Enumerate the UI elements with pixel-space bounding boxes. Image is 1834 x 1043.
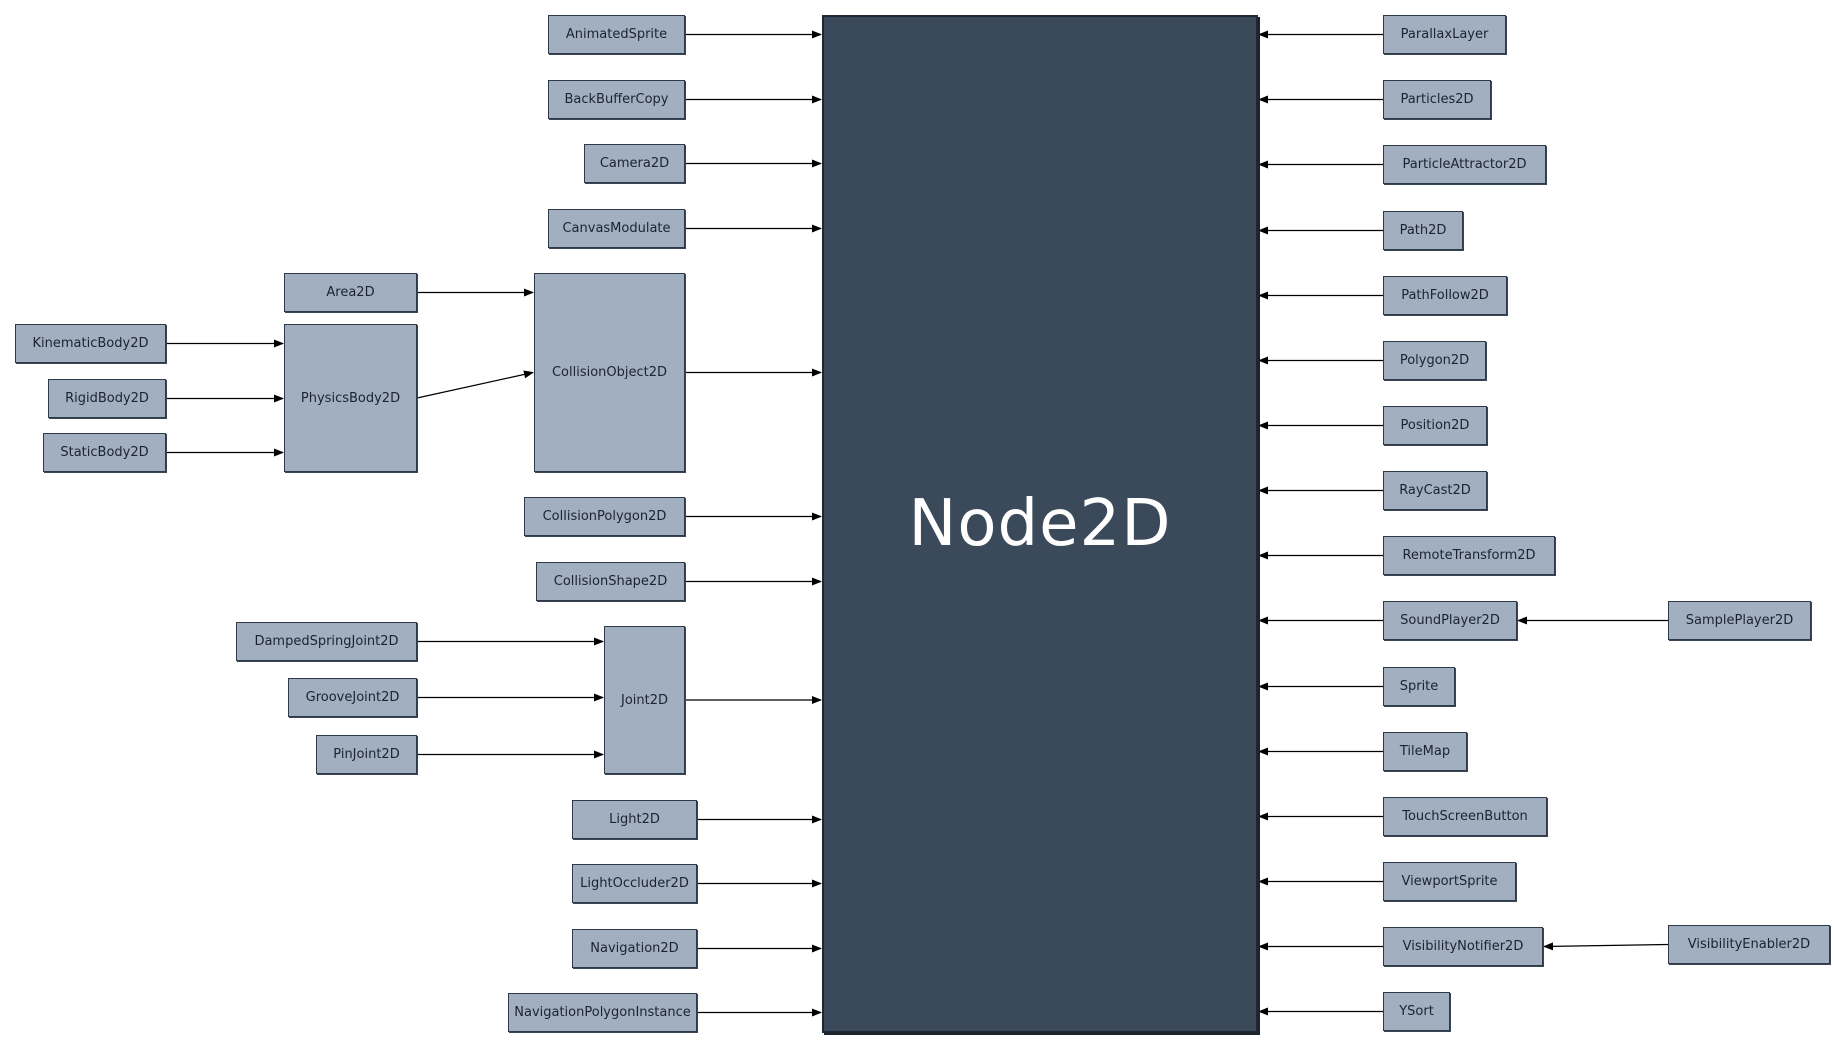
class-label-path-follow-2d: PathFollow2D: [1401, 288, 1489, 303]
class-box-tile-map[interactable]: TileMap: [1383, 732, 1467, 771]
class-box-remote-transform-2d[interactable]: RemoteTransform2D: [1383, 536, 1555, 575]
class-box-navigation-polygon-instance[interactable]: NavigationPolygonInstance: [508, 993, 697, 1032]
class-label-physics-body-2d: PhysicsBody2D: [300, 390, 401, 406]
class-label-animated-sprite: AnimatedSprite: [565, 27, 668, 42]
class-label-viewport-sprite: ViewportSprite: [1401, 874, 1498, 889]
class-label-particles-2d: Particles2D: [1400, 92, 1474, 107]
class-box-camera-2d[interactable]: Camera2D: [584, 144, 685, 183]
class-box-light-occluder-2d[interactable]: LightOccluder2D: [572, 864, 697, 903]
class-box-visibility-enabler-2d[interactable]: VisibilityEnabler2D: [1668, 925, 1830, 964]
class-box-node2d[interactable]: Node2D: [822, 15, 1258, 1033]
class-label-parallax-layer: ParallaxLayer: [1400, 27, 1489, 42]
class-box-canvas-modulate[interactable]: CanvasModulate: [548, 209, 685, 248]
class-label-particle-attractor-2d: ParticleAttractor2D: [1402, 157, 1527, 172]
class-label-area-2d: Area2D: [326, 285, 375, 300]
class-label-rigid-body-2d: RigidBody2D: [65, 391, 149, 406]
class-label-light-2d: Light2D: [609, 812, 660, 827]
class-box-path-2d[interactable]: Path2D: [1383, 211, 1463, 250]
class-label-sprite: Sprite: [1399, 679, 1439, 694]
class-box-ray-cast-2d[interactable]: RayCast2D: [1383, 471, 1487, 510]
class-label-position-2d: Position2D: [1400, 418, 1470, 433]
class-label-sample-player-2d: SamplePlayer2D: [1685, 613, 1794, 628]
class-box-animated-sprite[interactable]: AnimatedSprite: [548, 15, 685, 54]
inheritance-arrow-visibility-enabler-2d-to-visibility-notifier-2d: [1543, 942, 1669, 951]
class-box-damped-spring-joint-2d[interactable]: DampedSpringJoint2D: [236, 622, 417, 661]
class-box-joint-2d[interactable]: Joint2D: [604, 626, 685, 774]
class-box-navigation-2d[interactable]: Navigation2D: [572, 929, 697, 968]
class-box-parallax-layer[interactable]: ParallaxLayer: [1383, 15, 1506, 54]
class-label-joint-2d: Joint2D: [620, 692, 669, 708]
class-box-particle-attractor-2d[interactable]: ParticleAttractor2D: [1383, 145, 1546, 184]
class-box-viewport-sprite[interactable]: ViewportSprite: [1383, 862, 1516, 901]
class-box-visibility-notifier-2d[interactable]: VisibilityNotifier2D: [1383, 927, 1543, 966]
class-label-camera-2d: Camera2D: [599, 156, 670, 171]
class-label-tile-map: TileMap: [1399, 744, 1451, 759]
class-box-kinematic-body-2d[interactable]: KinematicBody2D: [15, 324, 166, 363]
class-box-sample-player-2d[interactable]: SamplePlayer2D: [1668, 601, 1811, 640]
class-label-pin-joint-2d: PinJoint2D: [333, 747, 400, 762]
class-label-y-sort: YSort: [1399, 1004, 1434, 1019]
class-box-groove-joint-2d[interactable]: GrooveJoint2D: [288, 678, 417, 717]
class-label-navigation-polygon-instance: NavigationPolygonInstance: [514, 1005, 691, 1020]
class-label-groove-joint-2d: GrooveJoint2D: [305, 690, 400, 705]
class-box-rigid-body-2d[interactable]: RigidBody2D: [48, 379, 166, 418]
class-box-back-buffer-copy[interactable]: BackBufferCopy: [548, 80, 685, 119]
class-label-static-body-2d: StaticBody2D: [60, 445, 149, 460]
class-label-visibility-enabler-2d: VisibilityEnabler2D: [1687, 937, 1811, 952]
class-label-visibility-notifier-2d: VisibilityNotifier2D: [1402, 939, 1524, 954]
class-box-physics-body-2d[interactable]: PhysicsBody2D: [284, 324, 417, 472]
class-box-polygon-2d[interactable]: Polygon2D: [1383, 341, 1486, 380]
class-label-path-2d: Path2D: [1399, 223, 1447, 238]
class-box-light-2d[interactable]: Light2D: [572, 800, 697, 839]
class-box-static-body-2d[interactable]: StaticBody2D: [43, 433, 166, 472]
class-label-damped-spring-joint-2d: DampedSpringJoint2D: [254, 634, 399, 649]
class-label-back-buffer-copy: BackBufferCopy: [564, 92, 669, 107]
class-box-particles-2d[interactable]: Particles2D: [1383, 80, 1491, 119]
class-label-polygon-2d: Polygon2D: [1399, 353, 1470, 368]
class-label-light-occluder-2d: LightOccluder2D: [580, 876, 689, 891]
class-box-collision-shape-2d[interactable]: CollisionShape2D: [536, 562, 685, 601]
class-box-path-follow-2d[interactable]: PathFollow2D: [1383, 276, 1507, 315]
class-box-sound-player-2d[interactable]: SoundPlayer2D: [1383, 601, 1517, 640]
class-label-collision-object-2d: CollisionObject2D: [551, 365, 668, 380]
class-label-sound-player-2d: SoundPlayer2D: [1400, 613, 1500, 628]
class-box-pin-joint-2d[interactable]: PinJoint2D: [316, 735, 417, 774]
class-label-kinematic-body-2d: KinematicBody2D: [32, 336, 149, 351]
class-box-area-2d[interactable]: Area2D: [284, 273, 417, 312]
class-label-navigation-2d: Navigation2D: [590, 941, 679, 956]
class-box-collision-polygon-2d[interactable]: CollisionPolygon2D: [524, 497, 685, 536]
class-box-position-2d[interactable]: Position2D: [1383, 406, 1487, 445]
class-label-remote-transform-2d: RemoteTransform2D: [1402, 548, 1536, 563]
class-box-sprite[interactable]: Sprite: [1383, 667, 1455, 706]
class-box-collision-object-2d[interactable]: CollisionObject2D: [534, 273, 685, 472]
class-label-node2d: Node2D: [908, 487, 1172, 561]
class-label-collision-polygon-2d: CollisionPolygon2D: [542, 509, 667, 524]
class-box-touch-screen-button[interactable]: TouchScreenButton: [1383, 797, 1547, 836]
inheritance-arrow-physics-body-2d-to-collision-object-2d: [416, 370, 534, 399]
class-label-collision-shape-2d: CollisionShape2D: [553, 574, 668, 589]
class-label-touch-screen-button: TouchScreenButton: [1402, 809, 1528, 824]
class-label-canvas-modulate: CanvasModulate: [562, 221, 671, 236]
class-box-y-sort[interactable]: YSort: [1383, 992, 1450, 1031]
class-label-ray-cast-2d: RayCast2D: [1399, 483, 1471, 498]
